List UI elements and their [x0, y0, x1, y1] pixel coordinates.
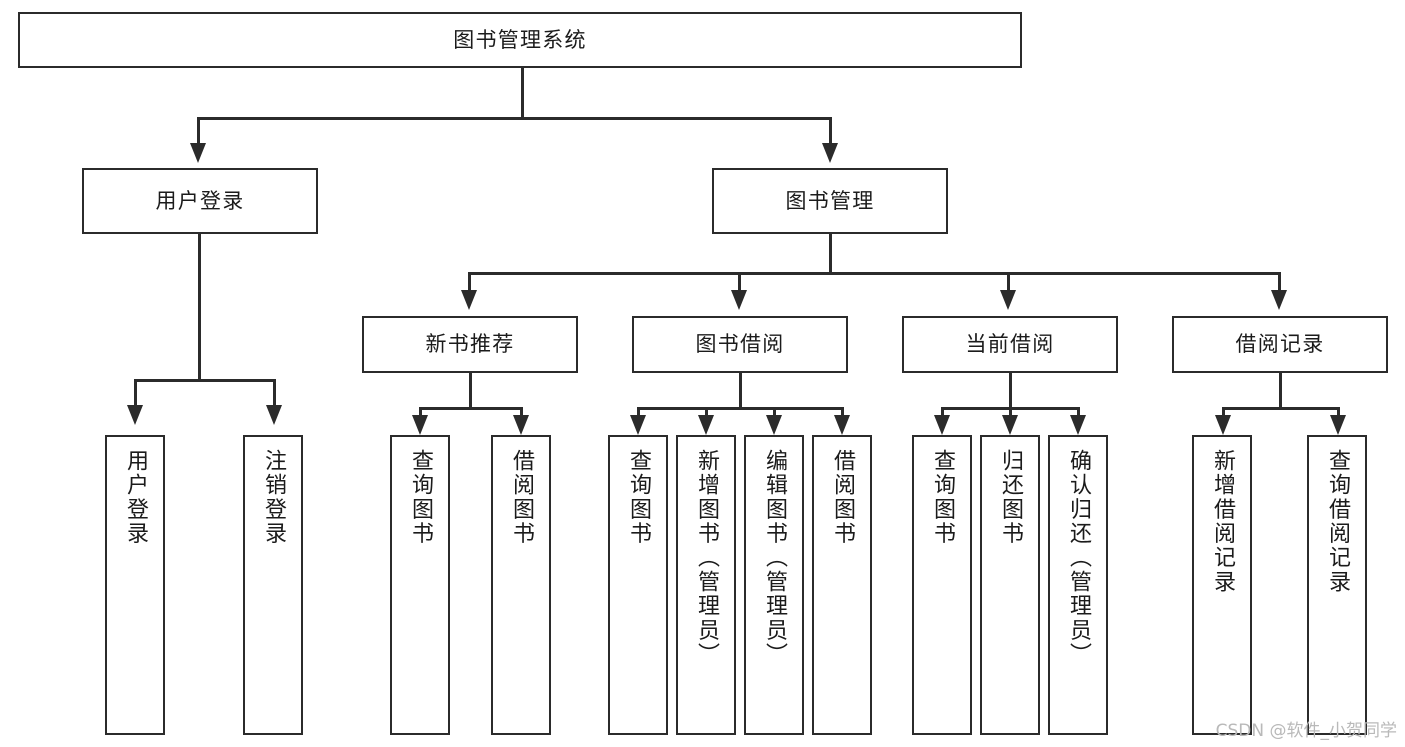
edge-user-login-bus — [134, 379, 276, 382]
node-book-borrow[interactable]: 图书借阅 — [632, 316, 848, 373]
node-borrow-record[interactable]: 借阅记录 — [1172, 316, 1388, 373]
edge-borrow-record-bus — [1222, 407, 1339, 410]
node-label: 图书管理系统 — [453, 27, 587, 52]
node-label: 查询图书 — [408, 449, 433, 546]
node-label: 用户登录 — [123, 449, 148, 546]
node-label: 查询图书 — [930, 449, 955, 546]
arrow-to-current-borrow — [1000, 290, 1016, 310]
edge-new-book-stem — [469, 373, 472, 409]
node-label: 新增图书（管理员） — [694, 449, 719, 667]
edge-current-borrow-arm-2 — [1009, 407, 1012, 417]
edge-book-borrow-arm-2 — [705, 407, 708, 417]
node-user-login[interactable]: 用户登录 — [82, 168, 318, 234]
edge-root-bus — [197, 117, 831, 120]
edge-borrow-record-arm-1 — [1222, 407, 1225, 417]
leaf-borrow-book-2[interactable]: 借阅图书 — [812, 435, 872, 735]
node-label: 确认归还（管理员） — [1066, 449, 1091, 667]
edge-user-login-arm-left — [134, 379, 137, 407]
edge-current-borrow-arm-3 — [1077, 407, 1080, 417]
edge-book-borrow-arm-1 — [637, 407, 640, 417]
arrow-to-leaf-user-login — [127, 405, 143, 425]
arrow-to-user-login — [190, 143, 206, 163]
edge-book-borrow-stem — [739, 373, 742, 409]
edge-book-manage-arm-4 — [1278, 272, 1281, 292]
node-label: 图书借阅 — [695, 332, 785, 357]
leaf-logout[interactable]: 注销登录 — [243, 435, 303, 735]
node-label: 借阅图书 — [830, 449, 855, 546]
arrow-to-new-book-recommend — [461, 290, 477, 310]
arrow-to-leaf-query-book-1 — [412, 415, 428, 435]
edge-book-borrow-arm-4 — [841, 407, 844, 417]
arrow-to-leaf-add-book — [698, 415, 714, 435]
leaf-user-login[interactable]: 用户登录 — [105, 435, 165, 735]
edge-borrow-record-arm-2 — [1337, 407, 1340, 417]
edge-book-borrow-bus — [637, 407, 843, 410]
edge-book-manage-arm-2 — [738, 272, 741, 292]
arrow-to-leaf-logout — [266, 405, 282, 425]
arrow-to-leaf-add-record — [1215, 415, 1231, 435]
leaf-return-book[interactable]: 归还图书 — [980, 435, 1040, 735]
edge-user-login-stem — [198, 234, 201, 380]
node-label: 用户登录 — [155, 188, 245, 213]
arrow-to-leaf-borrow-book-1 — [513, 415, 529, 435]
edge-borrow-record-stem — [1279, 373, 1282, 409]
edge-book-manage-bus — [468, 272, 1280, 275]
arrow-to-borrow-record — [1271, 290, 1287, 310]
arrow-to-leaf-query-book-2 — [630, 415, 646, 435]
arrow-to-book-borrow — [731, 290, 747, 310]
leaf-edit-book[interactable]: 编辑图书（管理员） — [744, 435, 804, 735]
edge-new-book-arm-1 — [419, 407, 422, 417]
node-book-manage[interactable]: 图书管理 — [712, 168, 948, 234]
edge-user-login-arm-right — [273, 379, 276, 407]
leaf-borrow-book-1[interactable]: 借阅图书 — [491, 435, 551, 735]
node-new-book-recommend[interactable]: 新书推荐 — [362, 316, 578, 373]
node-label: 借阅图书 — [509, 449, 534, 546]
arrow-to-leaf-confirm-return — [1070, 415, 1086, 435]
node-current-borrow[interactable]: 当前借阅 — [902, 316, 1118, 373]
node-label: 当前借阅 — [965, 332, 1055, 357]
node-label: 新增借阅记录 — [1210, 449, 1235, 595]
leaf-query-book-1[interactable]: 查询图书 — [390, 435, 450, 735]
leaf-query-book-2[interactable]: 查询图书 — [608, 435, 668, 735]
leaf-add-record[interactable]: 新增借阅记录 — [1192, 435, 1252, 735]
leaf-query-record[interactable]: 查询借阅记录 — [1307, 435, 1367, 735]
node-label: 借阅记录 — [1235, 332, 1325, 357]
edge-root-arm-right — [829, 117, 832, 145]
edge-root-stem — [521, 68, 524, 118]
edge-new-book-bus — [419, 407, 522, 410]
edge-root-arm-left — [197, 117, 200, 145]
arrow-to-leaf-borrow-book-2 — [834, 415, 850, 435]
edge-book-manage-stem — [829, 234, 832, 274]
node-label: 编辑图书（管理员） — [762, 449, 787, 667]
leaf-query-book-3[interactable]: 查询图书 — [912, 435, 972, 735]
leaf-confirm-return[interactable]: 确认归还（管理员） — [1048, 435, 1108, 735]
node-label: 注销登录 — [261, 449, 286, 546]
edge-current-borrow-stem — [1009, 373, 1012, 409]
arrow-to-book-manage — [822, 143, 838, 163]
node-label: 新书推荐 — [425, 332, 515, 357]
node-label: 归还图书 — [998, 449, 1023, 546]
edge-book-borrow-arm-3 — [773, 407, 776, 417]
node-label: 查询图书 — [626, 449, 651, 546]
edge-book-manage-arm-3 — [1007, 272, 1010, 292]
node-root-book-management-system[interactable]: 图书管理系统 — [18, 12, 1022, 68]
node-label: 图书管理 — [785, 188, 875, 213]
edge-current-borrow-arm-1 — [941, 407, 944, 417]
arrow-to-leaf-edit-book — [766, 415, 782, 435]
arrow-to-leaf-return-book — [1002, 415, 1018, 435]
edge-book-manage-arm-1 — [468, 272, 471, 292]
leaf-add-book[interactable]: 新增图书（管理员） — [676, 435, 736, 735]
arrow-to-leaf-query-book-3 — [934, 415, 950, 435]
arrow-to-leaf-query-record — [1330, 415, 1346, 435]
node-label: 查询借阅记录 — [1325, 449, 1350, 595]
edge-new-book-arm-2 — [520, 407, 523, 417]
